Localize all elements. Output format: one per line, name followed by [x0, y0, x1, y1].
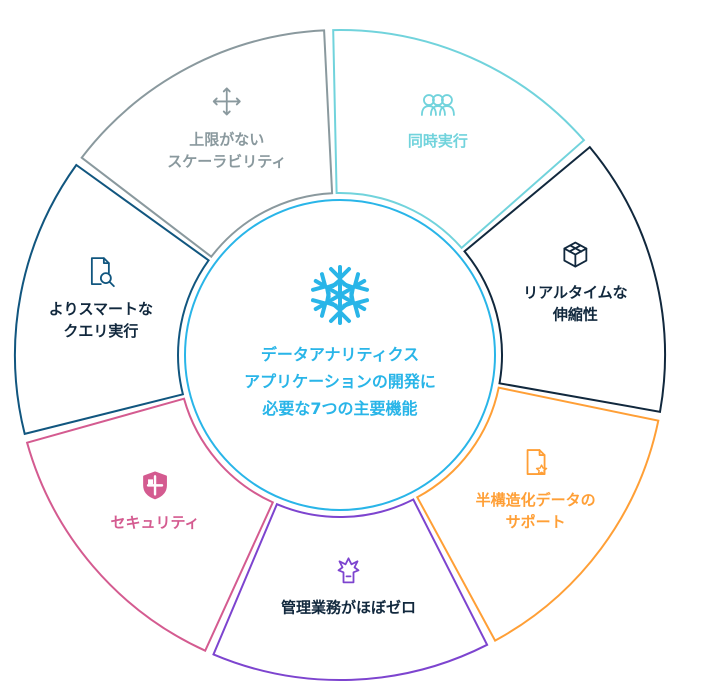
spark-icon [337, 557, 360, 584]
segment-security-label-1: セキュリティ [110, 513, 199, 531]
segment-unlimited-scalability-label-2: スケーラビリティ [167, 152, 286, 170]
center-title-line-1: データアナリティクス [261, 345, 419, 364]
segment-outline [332, 29, 586, 250]
segment-semi-structured-label-1: 半構造化データの [476, 491, 596, 509]
segment-outline [14, 163, 210, 436]
segment-smarter-queries-label-1: よりスマートな [49, 300, 153, 318]
document-star-icon [526, 449, 548, 475]
segment-near-zero-management-label-1: 管理業務がほぼゼロ [281, 598, 416, 616]
center-title-line-3: 必要な7つの主要機能 [261, 399, 417, 418]
segment-outline [80, 29, 334, 259]
segments-layer: 同時実行リアルタイムな伸縮性半構造化データのサポート管理業務がほぼゼロセキュリテ… [14, 29, 666, 681]
segment-realtime-label-2: 伸縮性 [552, 306, 598, 324]
segment-realtime-label-1: リアルタイムな [523, 284, 628, 302]
segment-outline [25, 397, 275, 653]
users-icon [421, 94, 455, 116]
center-title-line-2: アプリケーションの開発に [244, 372, 436, 391]
center-hub: データアナリティクス アプリケーションの開発に 必要な7つの主要機能 [184, 199, 496, 511]
segment-concurrency-label-1: 同時実行 [408, 132, 468, 150]
document-search-icon [90, 257, 115, 288]
cube-icon [563, 241, 588, 268]
segment-outline [415, 386, 660, 642]
segment-outline [212, 498, 489, 681]
snowflake-icon [310, 265, 370, 325]
segment-security: セキュリティ [25, 397, 275, 653]
center-circle [184, 199, 496, 511]
segment-semi-structured-label-2: サポート [506, 513, 566, 531]
segment-unlimited-scalability-label-1: 上限がない [189, 130, 264, 148]
move-arrows-icon [212, 87, 241, 116]
segment-outline [463, 145, 666, 413]
segment-near-zero-management: 管理業務がほぼゼロ [212, 498, 489, 681]
segment-smarter-queries-label-2: クエリ実行 [63, 322, 138, 340]
segment-concurrency: 同時実行 [332, 29, 586, 250]
shield-icon [143, 471, 167, 500]
